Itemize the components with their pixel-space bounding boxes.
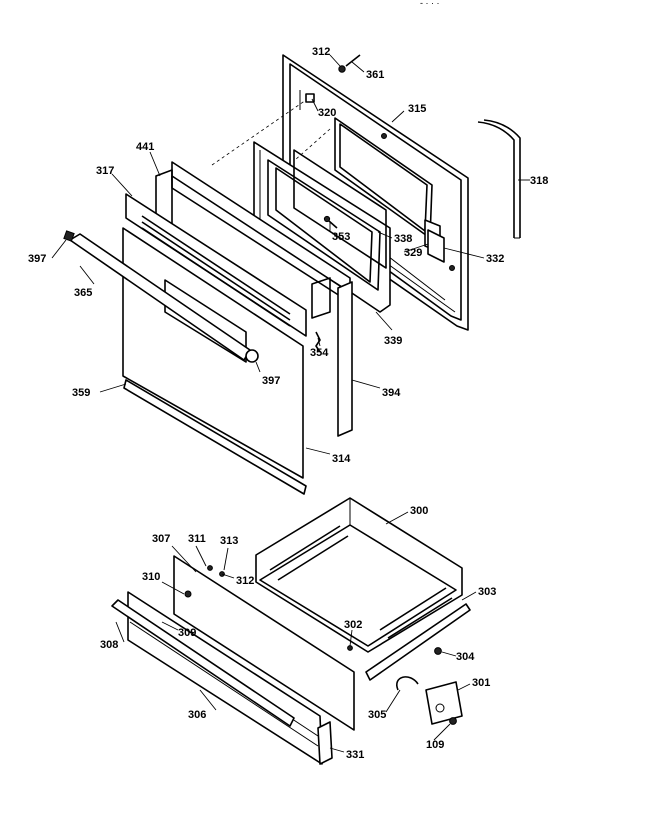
screw-302 — [347, 645, 353, 651]
callout-314: 314 — [332, 453, 351, 465]
callout-313: 313 — [220, 535, 238, 547]
callout-306: 306 — [188, 709, 206, 721]
callout-359: 359 — [72, 387, 90, 399]
callout-310: 310 — [142, 571, 160, 583]
screw-361 — [338, 54, 361, 73]
callout-441: 441 — [136, 141, 154, 153]
callout-307: 307 — [152, 533, 170, 545]
drawer-rail-303 — [365, 603, 471, 681]
callout-320: 320 — [318, 107, 336, 119]
roller-clip-305 — [396, 676, 419, 691]
callout-312: 312 — [312, 46, 330, 58]
door-inner-panel-315 — [282, 54, 469, 331]
bracket-331 — [317, 721, 333, 765]
callout-315: 315 — [408, 103, 426, 115]
callout-311: 311 — [188, 533, 206, 545]
callout-354: 354 — [310, 347, 329, 359]
leader-lines — [51, 54, 530, 753]
callout-300: 300 — [410, 505, 428, 517]
screw-109 — [449, 717, 457, 725]
gasket-318 — [477, 119, 521, 239]
callout-303: 303 — [478, 586, 496, 598]
drawer-tub-300 — [255, 497, 463, 653]
callout-308: 308 — [100, 639, 118, 651]
callout-365: 365 — [74, 287, 92, 299]
door-handle-365 — [63, 230, 259, 363]
callout-109: 109 — [426, 739, 444, 751]
spring-354 — [315, 331, 321, 353]
screw-353 — [323, 215, 338, 229]
callout-318: 318 — [530, 175, 548, 187]
callout-301: 301 — [472, 677, 490, 689]
callout-312-drawer: 312 — [236, 575, 254, 587]
callout-329: 329 — [404, 247, 422, 259]
callout-331: 331 — [346, 749, 364, 761]
drawer-handle-308 — [111, 599, 295, 727]
outer-door-314 — [122, 193, 307, 479]
callout-361: 361 — [366, 69, 384, 81]
header-corner-text: - · · · — [420, 0, 440, 8]
callout-304: 304 — [456, 651, 475, 663]
callout-labels: 312 361 320 315 318 441 317 353 338 329 … — [28, 46, 548, 761]
callout-394: 394 — [382, 387, 401, 399]
callout-397-knob: 397 — [262, 375, 280, 387]
nut-304 — [434, 647, 442, 655]
callout-339: 339 — [384, 335, 402, 347]
bracket-301 — [425, 681, 463, 725]
callout-317: 317 — [96, 165, 114, 177]
door-bottom-trim-359 — [123, 379, 307, 495]
side-rail-394 — [337, 281, 353, 437]
callout-332: 332 — [486, 253, 504, 265]
callout-397: 397 — [28, 253, 46, 265]
callout-309: 309 — [178, 627, 196, 639]
callout-305: 305 — [368, 709, 386, 721]
callout-302: 302 — [344, 619, 362, 631]
callout-338: 338 — [394, 233, 412, 245]
clip-320 — [305, 93, 315, 103]
callout-353: 353 — [332, 231, 350, 243]
window-glass-338 — [293, 149, 387, 269]
hinge-332 — [427, 229, 445, 263]
